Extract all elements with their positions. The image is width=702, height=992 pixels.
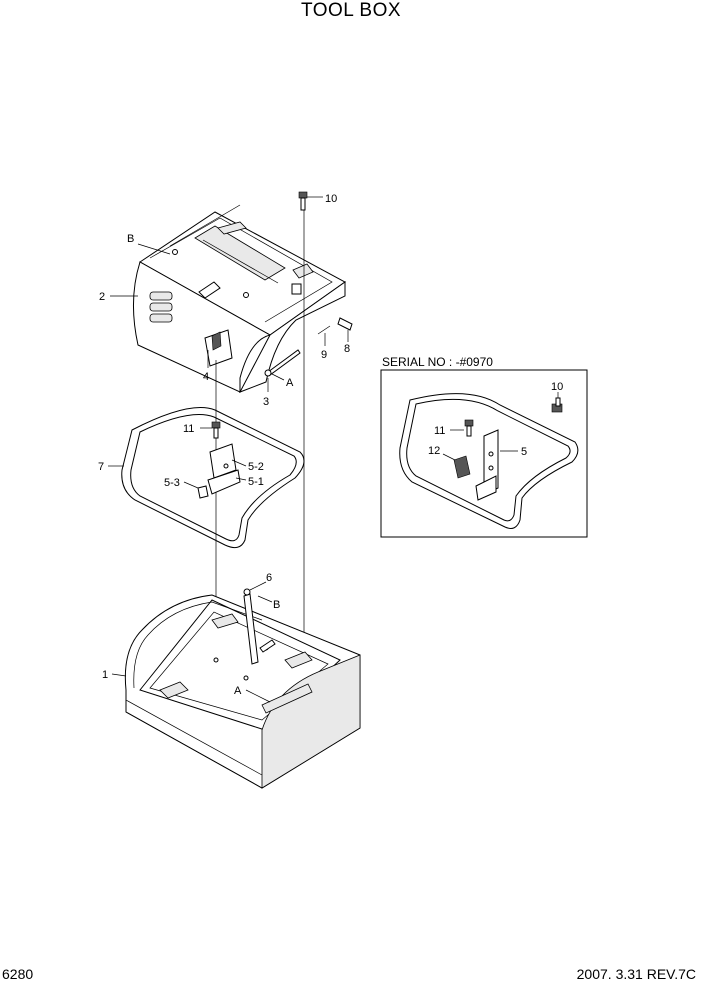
tool-box-cover xyxy=(133,204,346,393)
callout-6: 6 xyxy=(266,572,272,584)
serial-inset: SERIAL NO : -#0970 10 11 12 5 xyxy=(380,355,588,538)
guard-frame-7 xyxy=(121,407,305,549)
callout-4: 4 xyxy=(203,371,209,383)
callout-7: 7 xyxy=(98,461,104,473)
callout-a-top: A xyxy=(286,377,294,389)
callout-5-2: 5-2 xyxy=(248,461,264,473)
callout-10: 10 xyxy=(325,193,337,205)
inset-callout-5: 5 xyxy=(521,446,527,458)
tool-box-base xyxy=(124,588,361,789)
callouts: 10 B 2 8 9 4 A 3 11 7 5-2 5-3 5-1 6 B 1 xyxy=(98,193,350,703)
page-number: 6280 xyxy=(2,966,34,982)
callout-11: 11 xyxy=(183,423,194,435)
callout-3: 3 xyxy=(263,396,269,408)
serial-label: SERIAL NO : -#0970 xyxy=(382,355,493,369)
callout-8: 8 xyxy=(344,343,350,355)
callout-1: 1 xyxy=(102,669,108,681)
inset-callout-11: 11 xyxy=(434,425,445,437)
bolt-10 xyxy=(298,191,308,211)
stay-rod-3 xyxy=(264,349,301,377)
page-title: TOOL BOX xyxy=(300,0,402,21)
inset-callout-10: 10 xyxy=(551,381,563,393)
callout-9: 9 xyxy=(321,349,327,361)
callout-b-low: B xyxy=(273,599,280,611)
callout-b-top: B xyxy=(127,233,134,245)
revision-date: 2007. 3.31 REV.7C xyxy=(576,966,696,982)
callout-5-3: 5-3 xyxy=(164,477,180,489)
callout-2: 2 xyxy=(99,291,105,303)
callout-5-1: 5-1 xyxy=(248,476,264,488)
callout-a-low: A xyxy=(234,685,242,697)
inset-callout-12: 12 xyxy=(428,445,440,457)
